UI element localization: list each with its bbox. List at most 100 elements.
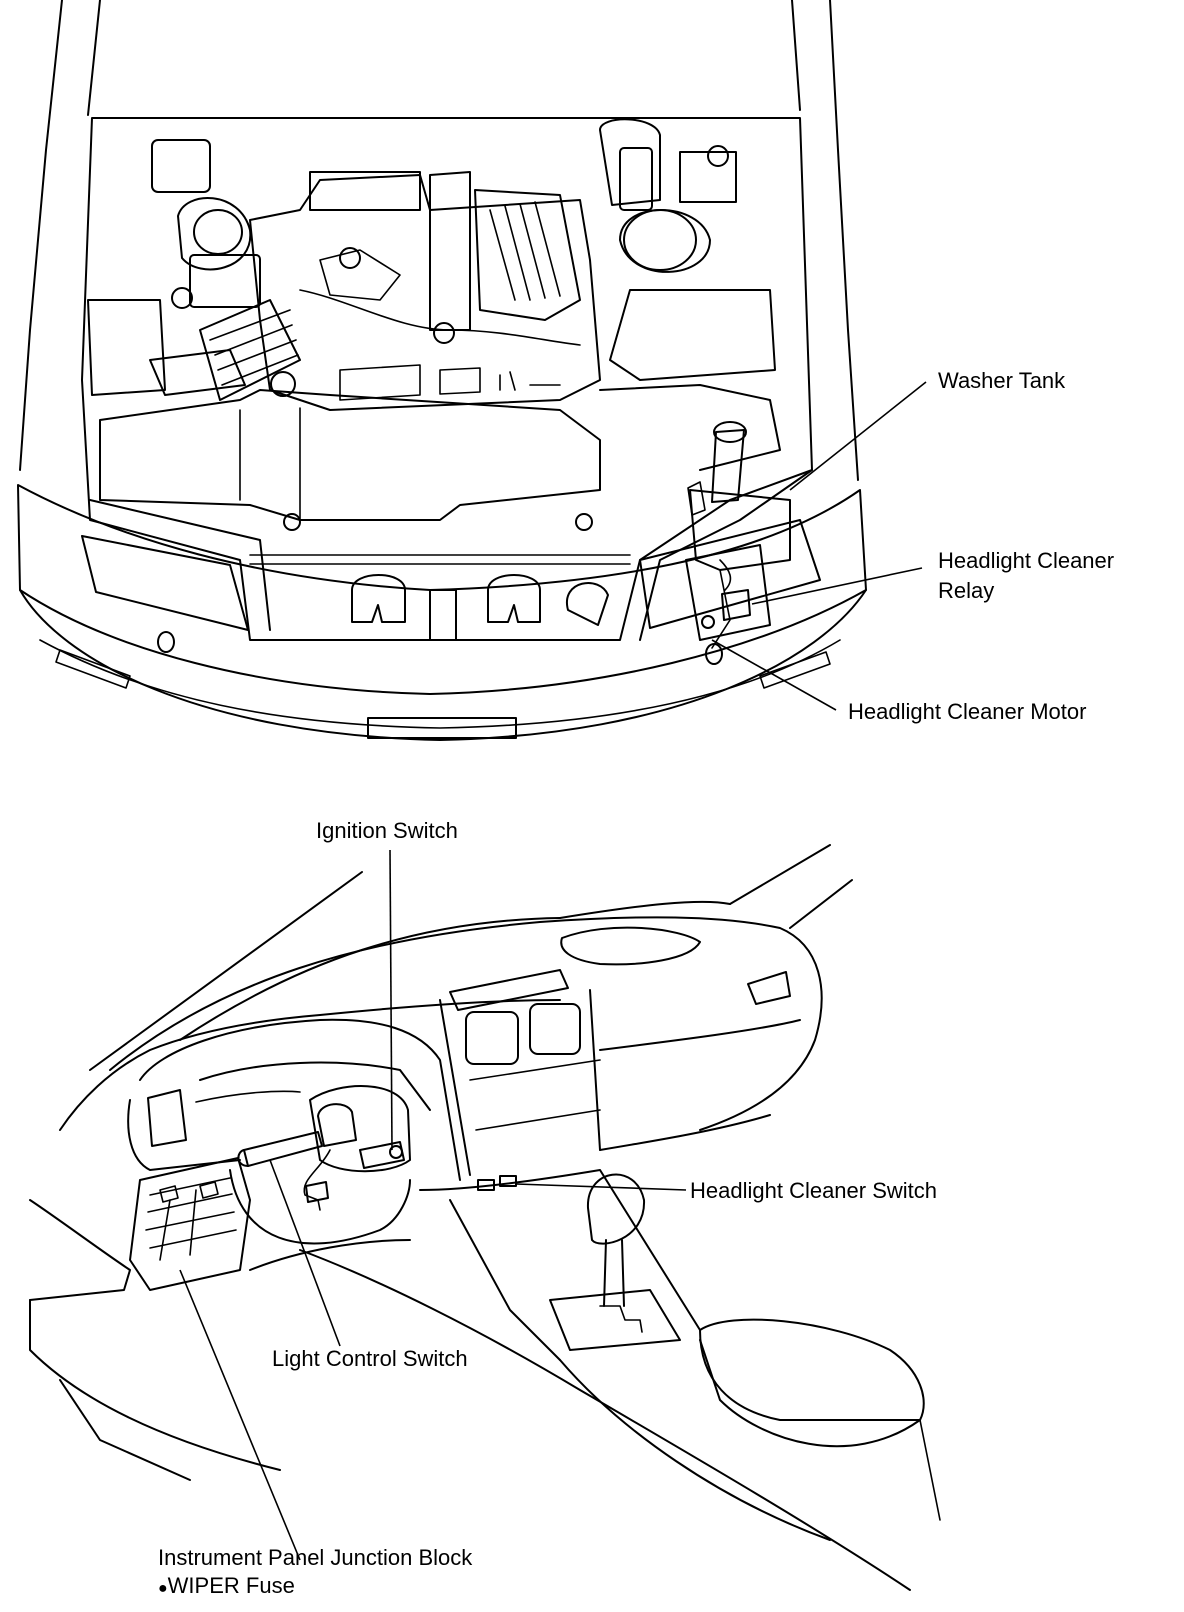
headlight-cleaner-motor-label: Headlight Cleaner Motor <box>848 699 1087 724</box>
throttle-body <box>319 249 401 301</box>
junction-block-label: Instrument Panel Junction Block <box>158 1545 473 1570</box>
headlight-cleaner-switch-label: Headlight Cleaner Switch <box>690 1178 938 1203</box>
ignition-switch-connector <box>359 1141 405 1169</box>
fuse-detail <box>159 1181 219 1203</box>
center-console-top <box>419 1169 701 1331</box>
air-intake-hose <box>199 299 301 401</box>
junction-block-fuses <box>145 1177 237 1261</box>
glovebox-line <box>599 1019 801 1051</box>
left-fender-outline <box>19 0 63 471</box>
radiator-shroud <box>99 389 601 521</box>
armrest <box>699 1318 925 1421</box>
light-control-switch-label: Light Control Switch <box>272 1346 468 1371</box>
column-shroud-lower <box>229 1169 411 1245</box>
harness-connector <box>305 1181 329 1203</box>
cluster-lower <box>195 1090 301 1103</box>
left-horn <box>351 574 406 623</box>
right-inner-fender <box>599 384 781 471</box>
radiator-mount-left <box>283 513 301 531</box>
oil-filler <box>270 371 296 397</box>
washer-pump-hose <box>719 559 732 591</box>
left-dash-edge <box>127 1099 241 1171</box>
engine-cover-left <box>309 171 421 211</box>
dipstick <box>499 371 561 391</box>
left-a-pillar <box>89 871 363 1071</box>
defroster-vent <box>560 926 701 966</box>
left-fender-inner <box>87 0 101 116</box>
center-stack-top <box>449 969 569 1011</box>
ignition-key-cylinder <box>389 1145 403 1159</box>
left-headlight <box>81 535 249 631</box>
right-a-pillar-upper <box>729 844 831 905</box>
washer-tank-body <box>689 489 791 571</box>
engine-bay-frame <box>81 117 813 641</box>
shift-gate-slot <box>599 1305 643 1333</box>
washer-tank-cap <box>713 421 747 443</box>
engine-sensor <box>433 322 455 344</box>
headlight-cleaner-motor-connector <box>701 615 715 629</box>
battery <box>87 299 166 396</box>
center-console-left <box>449 1199 561 1361</box>
center-vent-right <box>529 1003 581 1055</box>
headlight-cleaner-motor-body <box>685 544 771 641</box>
bullet-icon: ● <box>158 1580 168 1597</box>
washer-tank-bracket <box>687 481 706 516</box>
wiper-fuse-text: WIPER Fuse <box>167 1573 295 1598</box>
instrument-cluster <box>199 1061 431 1111</box>
cleaner-switch-leader <box>515 1183 687 1191</box>
brake-booster <box>599 118 661 206</box>
left-strut-cap <box>193 209 243 255</box>
light-control-switch-leader <box>269 1159 341 1347</box>
headlight-cleaner-relay-label-line2: Relay <box>938 578 995 603</box>
right-a-pillar-lower <box>789 879 853 929</box>
dash-top-curve <box>109 916 823 1131</box>
valve-cover-ribs <box>489 201 561 301</box>
right-strut-cap <box>623 209 697 271</box>
ignition-switch-body <box>317 1103 357 1147</box>
washer-harness <box>711 569 731 649</box>
dash-horizontal-2 <box>475 1109 601 1131</box>
radiator-fins <box>239 407 301 521</box>
right-strut-tower <box>619 209 711 273</box>
headlight-cleaner-relay-body <box>721 589 751 621</box>
cylinder-head <box>474 189 581 321</box>
switch-harness <box>303 1149 331 1211</box>
cleaner-motor-leader <box>711 639 837 711</box>
gear-shift-lever <box>603 1239 625 1307</box>
right-headlight <box>639 519 821 629</box>
engine-lower-detail <box>339 364 481 401</box>
left-door-edge <box>29 1299 281 1471</box>
light-control-switch-stalk <box>243 1131 323 1167</box>
console-rear <box>699 1339 921 1448</box>
license-plate-slot <box>367 717 517 739</box>
adjacent-switch <box>499 1175 517 1187</box>
right-fender-outline <box>829 0 859 481</box>
coolant-reservoir <box>609 289 776 381</box>
abs-unit <box>189 254 261 308</box>
left-mount <box>171 287 193 309</box>
bumper-lip <box>39 639 841 729</box>
gear-shift-knob <box>586 1173 646 1245</box>
washer-tank-leader <box>789 381 927 491</box>
headlight-cleaner-relay-label-line1: Headlight Cleaner <box>938 548 1115 573</box>
center-stack-body <box>439 989 601 1176</box>
cooling-hose-right <box>565 582 609 626</box>
ignition-switch-leader <box>389 849 393 1151</box>
right-fender-inner <box>791 0 801 111</box>
junction-block-leader <box>179 1269 301 1561</box>
front-bumper-lower <box>19 589 867 741</box>
center-vent-left <box>465 1011 519 1065</box>
hood-latch-bar <box>249 554 631 565</box>
dash-horizontal-1 <box>469 1059 601 1081</box>
right-side-marker <box>759 651 831 689</box>
master-cylinder <box>619 147 653 211</box>
dashboard-view <box>29 844 941 1591</box>
right-air-vent <box>747 971 791 1005</box>
hood-latch <box>429 589 457 641</box>
radiator-support-right <box>639 469 813 641</box>
ignition-switch-label: Ignition Switch <box>316 818 458 843</box>
dash-top-rear <box>559 900 731 919</box>
left-strut-tower <box>177 197 252 271</box>
intake-manifold <box>429 171 471 331</box>
